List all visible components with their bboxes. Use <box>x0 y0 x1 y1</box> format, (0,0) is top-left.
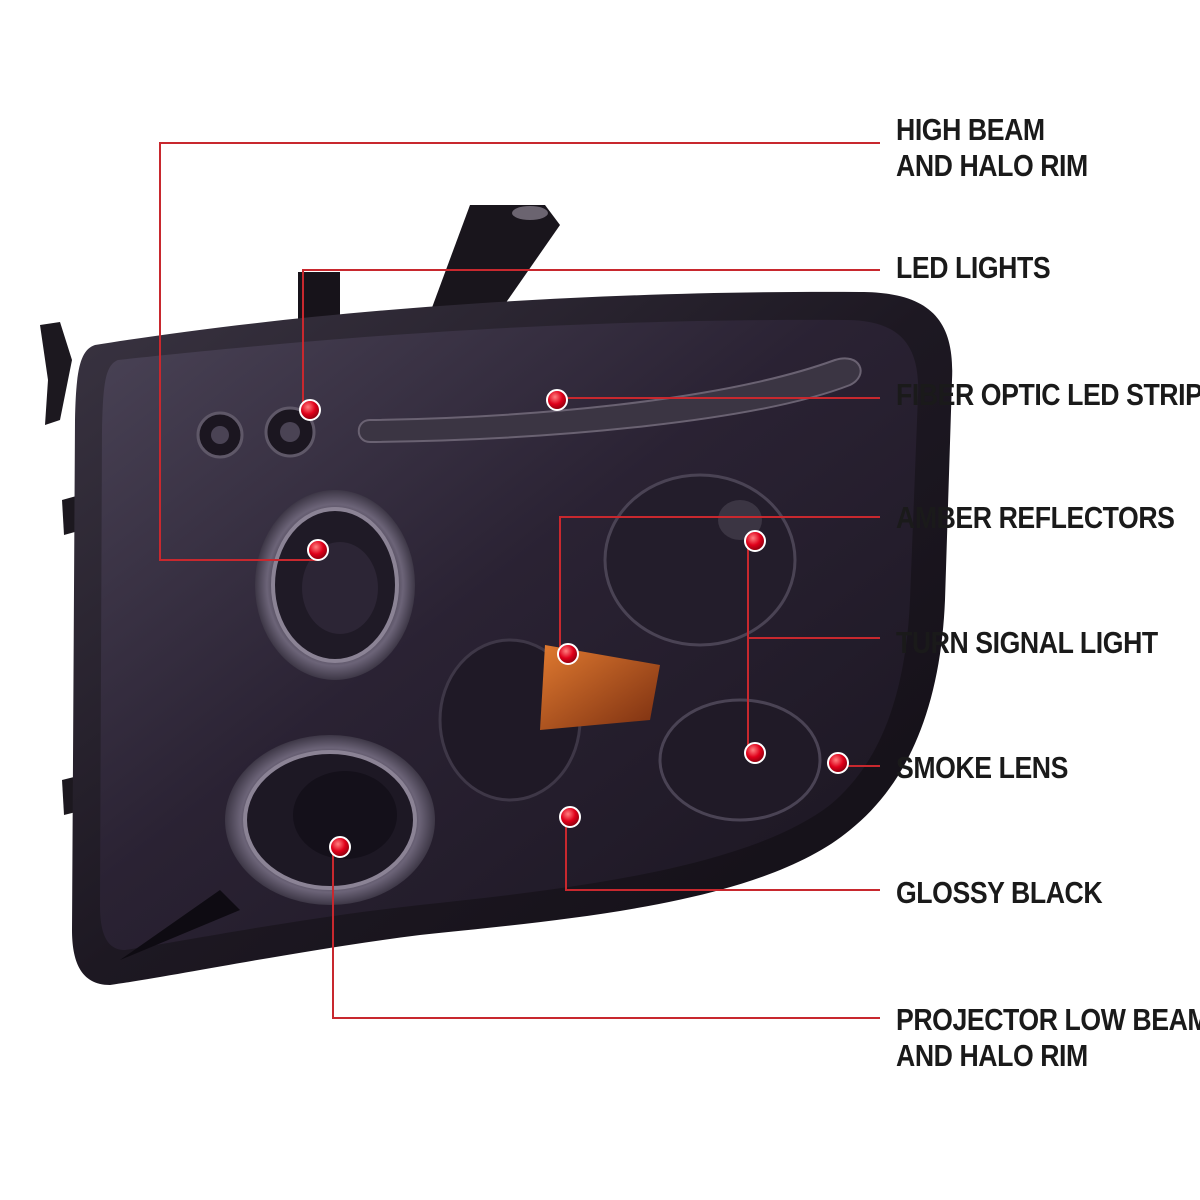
label-smoke-lens: SMOKE LENS <box>896 750 1068 786</box>
leader-line-glossy-black <box>565 815 880 891</box>
label-led-lights: LED LIGHTS <box>896 250 1051 286</box>
led-lights <box>196 406 316 459</box>
marker-turn-signal-upper <box>744 530 766 552</box>
label-amber-reflectors: AMBER REFLECTORS <box>896 500 1175 536</box>
projector-halo <box>120 735 435 960</box>
label-high-beam: HIGH BEAM AND HALO RIM <box>896 112 1088 184</box>
label-turn-signal: TURN SIGNAL LIGHT <box>896 625 1158 661</box>
marker-fiber-optic <box>546 389 568 411</box>
label-turn-signal-line-1: TURN SIGNAL LIGHT <box>896 625 1158 660</box>
amber-reflector <box>540 645 660 730</box>
label-glossy-black-line-1: GLOSSY BLACK <box>896 875 1103 910</box>
label-smoke-lens-line-1: SMOKE LENS <box>896 750 1068 785</box>
callout-markers <box>299 389 849 858</box>
label-projector-low-beam: PROJECTOR LOW BEAM AND HALO RIM <box>896 1002 1200 1074</box>
label-projector-line-1: PROJECTOR LOW BEAM <box>896 1002 1200 1037</box>
high-beam-halo <box>255 490 415 680</box>
leader-line-projector <box>332 848 880 1019</box>
leader-line-amber-reflectors <box>559 516 880 653</box>
fiber-optic-strip <box>357 357 862 444</box>
marker-led-lights <box>299 399 321 421</box>
leader-line-led-lights <box>302 269 880 408</box>
label-high-beam-line-2: AND HALO RIM <box>896 148 1088 183</box>
label-projector-line-2: AND HALO RIM <box>896 1038 1088 1073</box>
marker-turn-signal-lower <box>744 742 766 764</box>
marker-projector <box>329 836 351 858</box>
label-amber-reflectors-line-1: AMBER REFLECTORS <box>896 500 1175 535</box>
leader-lines <box>159 142 880 1019</box>
label-fiber-optic-line-1: FIBER OPTIC LED STRIP <box>896 377 1200 412</box>
label-led-lights-line-1: LED LIGHTS <box>896 250 1051 285</box>
marker-amber-reflectors <box>557 643 579 665</box>
marker-glossy-black <box>559 806 581 828</box>
marker-smoke-lens <box>827 752 849 774</box>
label-fiber-optic: FIBER OPTIC LED STRIP <box>896 377 1200 413</box>
label-glossy-black: GLOSSY BLACK <box>896 875 1103 911</box>
label-high-beam-line-1: HIGH BEAM <box>896 112 1045 147</box>
leader-line-high-beam <box>159 142 880 561</box>
marker-high-beam <box>307 539 329 561</box>
